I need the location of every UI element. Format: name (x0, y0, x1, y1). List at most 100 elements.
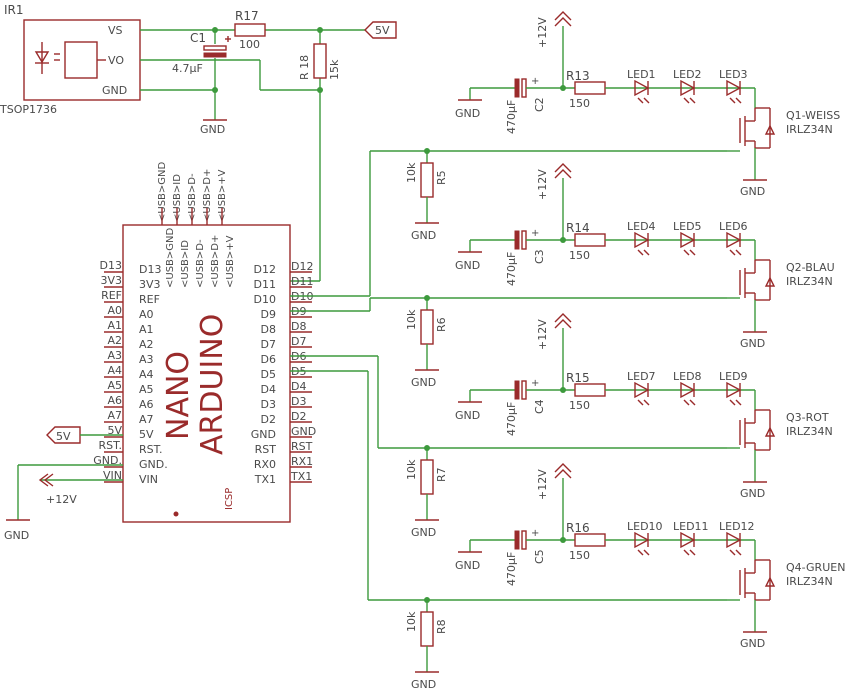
nano-right-pin-inner: D12 (254, 263, 276, 276)
gnd-left-label: GND (4, 529, 29, 542)
nano-left-pin-inner: VIN (139, 473, 158, 486)
resistor-r17: R17 100 (234, 9, 266, 51)
r18-name: R 18 (298, 55, 311, 80)
pulldown-resistor (420, 162, 434, 198)
nano-left-pin-outer: A7 (107, 409, 122, 422)
mosfet-diode (764, 124, 776, 135)
gnd-label: GND (455, 107, 480, 120)
led-ray (643, 249, 650, 256)
led-symbol (634, 531, 650, 549)
supply-12v-label: +12V (536, 17, 549, 48)
ir-pin-gnd: GND (102, 84, 127, 97)
led-symbol (726, 231, 742, 249)
nano-left-pin-inner: 5V (139, 428, 154, 441)
c1-value: 4.7µF (172, 62, 203, 75)
gnd-label: GND (411, 526, 436, 539)
nano-left-pin-inner: A6 (139, 398, 154, 411)
nano-left-pin-inner: REF (139, 293, 160, 306)
gnd-label: GND (455, 259, 480, 272)
r17-value: 100 (239, 38, 260, 51)
usb-pin-inner: <USB>D+ (210, 235, 221, 288)
nano-left-pin-outer: 5V (107, 424, 122, 437)
nano-left-pin-outer: D13 (100, 259, 122, 272)
led-ray (637, 549, 644, 556)
nano-left-pin-inner: RST. (139, 443, 163, 456)
mosfet-part: IRLZ34N (786, 425, 833, 438)
junction (560, 237, 566, 243)
nano-left-pin-outer: A0 (107, 304, 122, 317)
mosfet-name: Q1-WEISS (786, 109, 840, 122)
capacitor-plate (521, 78, 527, 98)
led-ray (735, 399, 742, 406)
resistor-r18: R 18 15k (298, 43, 341, 80)
led-ray (735, 549, 742, 556)
usb-pin-outer: <USB>ID (172, 174, 183, 222)
led-name: LED2 (673, 68, 702, 81)
nano-left-pin-outer: A3 (107, 349, 122, 362)
capacitor-c1: C1 4.7µF (172, 31, 231, 75)
led-symbol (680, 231, 696, 249)
nano-left-pin-outer: A5 (107, 379, 122, 392)
nano-right-pin-inner: D2 (261, 413, 276, 426)
cap-value: 470µF (505, 402, 518, 436)
nano-right-pin-inner: D3 (261, 398, 276, 411)
supply-12v-left-label: +12V (46, 493, 77, 506)
series-resistor (574, 233, 606, 247)
supply-12v-arrow (554, 169, 572, 179)
nano-left-pin-inner: A4 (139, 368, 154, 381)
led-ray (643, 399, 650, 406)
res-value: 150 (569, 549, 590, 562)
usb-pin-outer: <USB>GND (157, 161, 168, 222)
nano-left-pin-inner: A3 (139, 353, 154, 366)
res-name: R13 (566, 69, 590, 83)
nano-left-pin-outer: A1 (107, 319, 122, 332)
nano-left-pin-inner: A7 (139, 413, 154, 426)
led-ray (689, 549, 696, 556)
arduino-left-wires: 5V +12V GND (4, 426, 123, 542)
led-symbol (680, 531, 696, 549)
led-ray (637, 399, 644, 406)
nano-left-pin-inner: 3V3 (139, 278, 161, 291)
pulldown-resistor (420, 309, 434, 345)
nano-right-pin-outer: D4 (291, 380, 306, 393)
led-symbol (634, 381, 650, 399)
nano-left-pin-outer: A2 (107, 334, 122, 347)
led-symbol (726, 79, 742, 97)
led-ray (683, 549, 690, 556)
cap-name: C3 (533, 249, 546, 264)
nano-right-pin-inner: D7 (261, 338, 276, 351)
led-name: LED9 (719, 370, 748, 383)
res-value: 150 (569, 97, 590, 110)
nano-right-pin-outer: TX1 (290, 470, 312, 483)
gnd-ir: GND (200, 119, 227, 136)
nano-right-pin-inner: TX1 (254, 473, 276, 486)
mosfet-diode (764, 426, 776, 437)
led-ray (643, 549, 650, 556)
nano-left-pin-inner: A0 (139, 308, 154, 321)
led-ray (637, 249, 644, 256)
led-ray (729, 549, 736, 556)
led-ray (729, 97, 736, 104)
usb-pin-labels: <USB>GND<USB>GND<USB>ID<USB>ID<USB>D-<US… (157, 161, 236, 288)
arduino-name-nano: NANO (161, 351, 196, 440)
nano-right-pin-inner: RST (255, 443, 277, 456)
nano-left-pin-inner: D13 (139, 263, 161, 276)
led-ray (689, 97, 696, 104)
usb-pin-inner: <USB>ID (180, 240, 191, 288)
nano-right-pin-inner: D11 (254, 278, 276, 291)
cap-name: C2 (533, 97, 546, 112)
junction (560, 387, 566, 393)
ir-pin-vo: VO (108, 54, 124, 67)
usb-pin-inner: <USB>GND (165, 227, 176, 288)
mosfet-diode (764, 576, 776, 587)
nano-left-pin-outer: VIN (103, 469, 122, 482)
supply-12v-arrow (554, 469, 572, 479)
led-ray (683, 97, 690, 104)
pull-value: 10k (405, 459, 418, 480)
nano-right-pin-inner: D6 (261, 353, 276, 366)
led-ray (689, 249, 696, 256)
